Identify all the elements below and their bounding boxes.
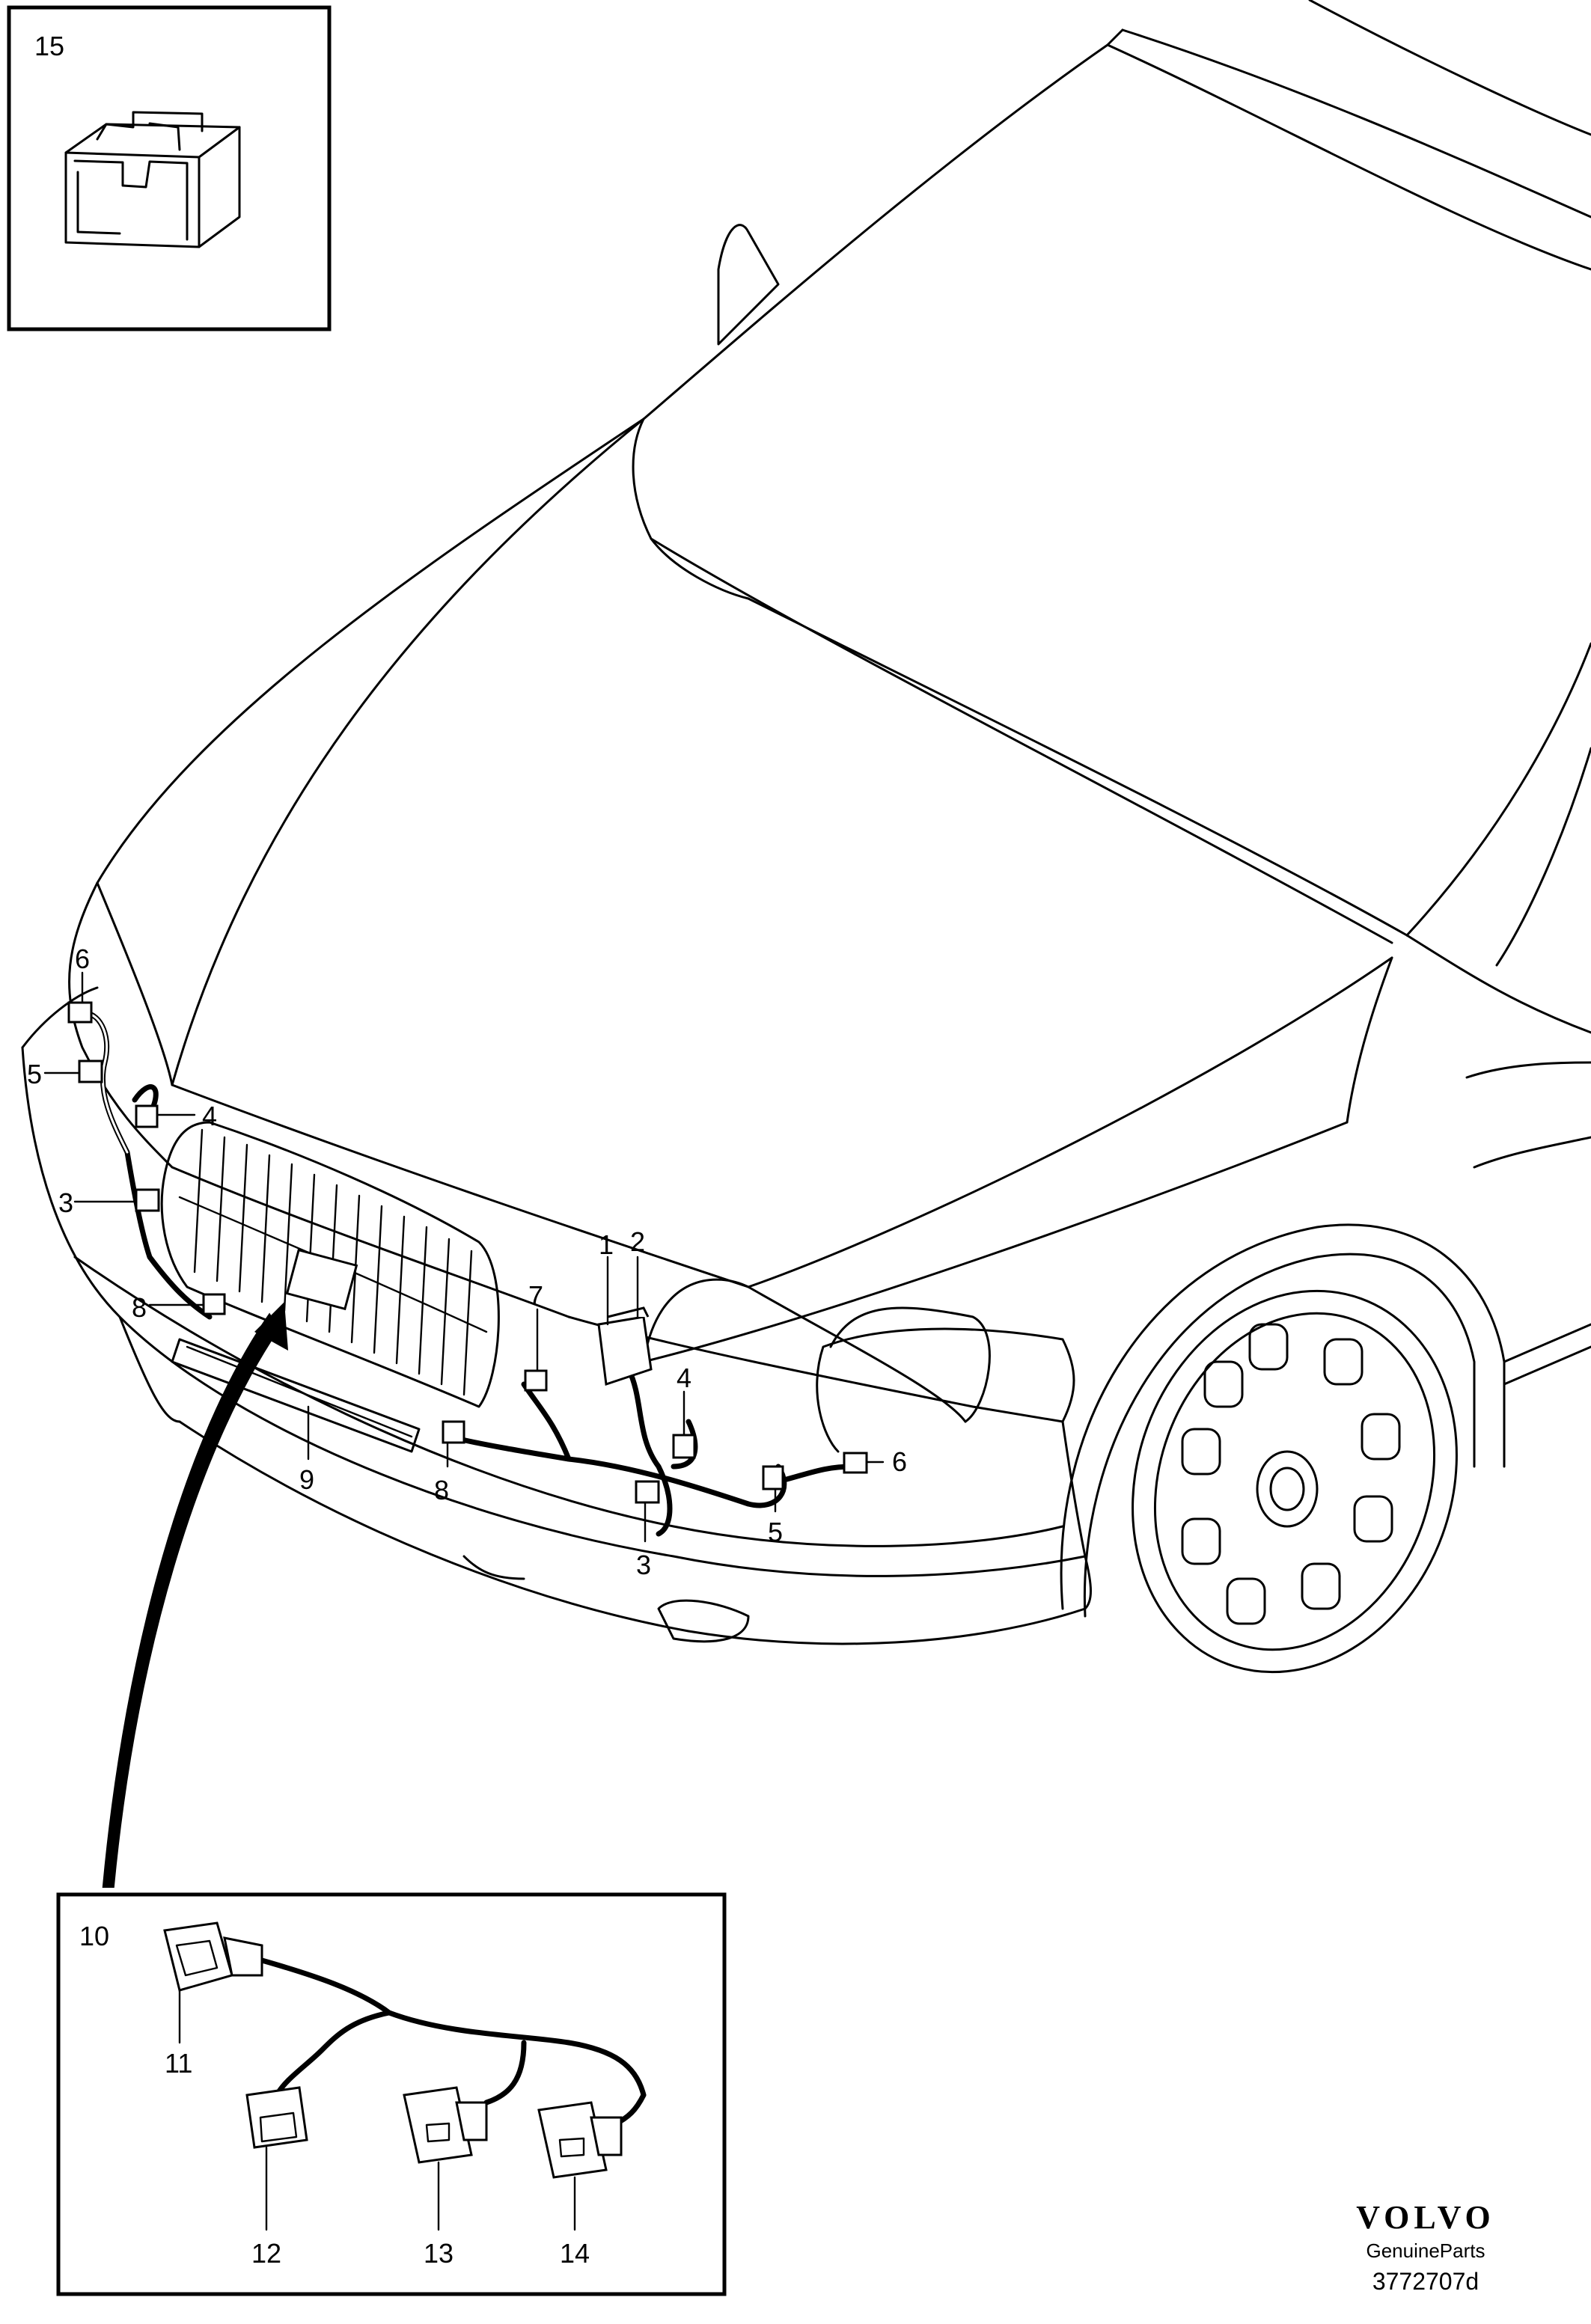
callout-4-right: 4 [677,1363,691,1393]
volvo-logo: VOLVO [1356,2199,1495,2236]
connector-5-left [78,1059,103,1083]
callout-1: 1 [599,1229,614,1260]
callout-9: 9 [299,1464,314,1495]
leader-lines [43,971,885,1543]
inset-10 [56,1892,727,2296]
reference-arrow [102,1312,280,1888]
callout-10: 10 [79,1921,109,1951]
reference-arrow-head [254,1302,288,1351]
connector-7 [524,1369,548,1392]
connector-12 [245,2086,308,2149]
callout-5-left: 5 [27,1059,42,1089]
callout-8-left: 8 [132,1292,147,1323]
connector-8-right [442,1420,465,1444]
connector-3-left [135,1188,160,1212]
inset-15 [7,5,332,331]
callout-15: 15 [34,31,64,61]
connector-4-left [135,1104,159,1128]
car-outline [21,0,1591,1674]
callout-5-right: 5 [768,1517,783,1547]
module-1 [597,1315,653,1386]
harness-10-illustration [163,1921,647,2179]
connector-3-right [635,1480,660,1504]
callout-11: 11 [165,2048,192,2079]
connector-4-right [672,1434,696,1459]
connector-6-right [843,1452,868,1474]
callout-14: 14 [560,2238,590,2269]
callout-12: 12 [251,2238,281,2269]
callout-13: 13 [424,2238,454,2269]
callout-labels: 15 6 5 4 3 8 9 8 7 1 2 4 3 5 6 10 11 12 … [27,31,907,2269]
connector-5-right [762,1465,784,1490]
car-connectors [67,1001,868,1504]
callout-6-left: 6 [75,944,90,974]
diagram-code: 3772707d [1372,2268,1479,2295]
callout-8-right: 8 [434,1475,449,1505]
brand-subtitle: GenuineParts [1366,2239,1485,2262]
connector-6-left [67,1001,93,1024]
callout-4-left: 4 [202,1101,217,1131]
callout-3-left: 3 [58,1187,73,1218]
connector-8-left [202,1293,226,1315]
callout-2: 2 [630,1226,645,1257]
brand-block: VOLVO GenuineParts 3772707d [1302,2200,1549,2296]
callout-3-right: 3 [636,1550,651,1580]
callout-7: 7 [528,1280,543,1311]
callout-6-right: 6 [892,1446,907,1477]
connector-15-illustration [64,111,241,248]
inset-10-leaders [178,1989,576,2231]
